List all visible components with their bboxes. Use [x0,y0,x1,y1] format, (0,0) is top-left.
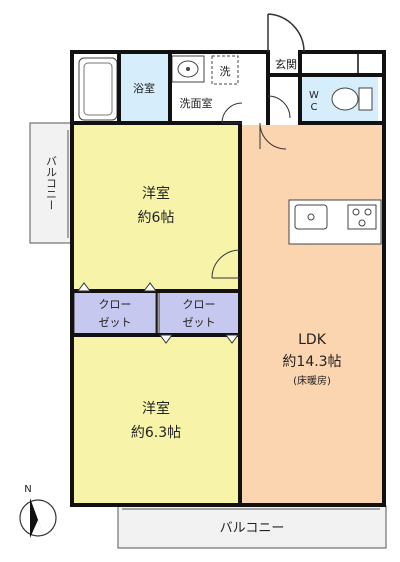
washbasin-bowl [177,60,199,78]
ldk-note: (床暖房) [293,374,331,387]
bath-room [121,54,168,122]
entrance-door [267,13,305,53]
stove-burner-1 [352,208,360,216]
washer-label: 洗 [220,65,231,78]
windows [67,130,380,510]
washroom-label: 洗面室 [180,96,213,110]
toilet-bowl [331,87,359,111]
thin-walls [156,52,359,335]
closet-1-line2: ゼット [99,316,132,329]
closet-2-line2: ゼット [183,316,216,329]
closet-1 [73,290,157,336]
kitchen-counter [288,199,382,245]
west-balcony [29,122,73,244]
western-room-1-size: 約6帖 [138,210,175,226]
ldk-room [240,125,382,503]
western-room-2-size: 約6.3帖 [131,425,181,441]
north-compass: N [19,484,57,538]
wc-label-w: W [309,90,319,101]
south-balcony [117,505,387,549]
western-room-2 [74,335,240,503]
compass-arrow-icon [30,498,44,538]
kitchen-sink [294,204,328,230]
bathtub [78,57,118,121]
interior-doors [211,95,291,279]
bath-label: 浴室 [133,81,155,95]
washer-space [211,55,239,85]
south-balcony-label: バルコニー [220,521,285,536]
compass-ring [19,499,57,537]
stove-burner-2 [364,208,372,216]
stove-burner-3 [358,219,366,227]
stove [347,204,377,230]
entrance-label: 玄関 [275,57,297,71]
compass-north-label: N [24,484,31,495]
closet-1-line1: クロー [99,298,132,311]
kitchen-drain [307,213,315,221]
toilet-tank [358,87,373,111]
washbasin-drain [186,67,190,71]
bathtub-inner [83,62,113,116]
western-room-1 [74,125,240,291]
west-balcony-label: バルコニー [45,156,58,211]
western-room-2-name: 洋室 [142,400,170,417]
walls [70,50,386,507]
closet-markers [77,282,239,344]
ldk-size: 約14.3帖 [282,354,341,370]
closet-2-line1: クロー [183,298,216,311]
ldk-name: LDK [298,332,327,348]
wc-label-c: C [311,102,318,113]
western-room-1-name: 洋室 [142,185,170,202]
